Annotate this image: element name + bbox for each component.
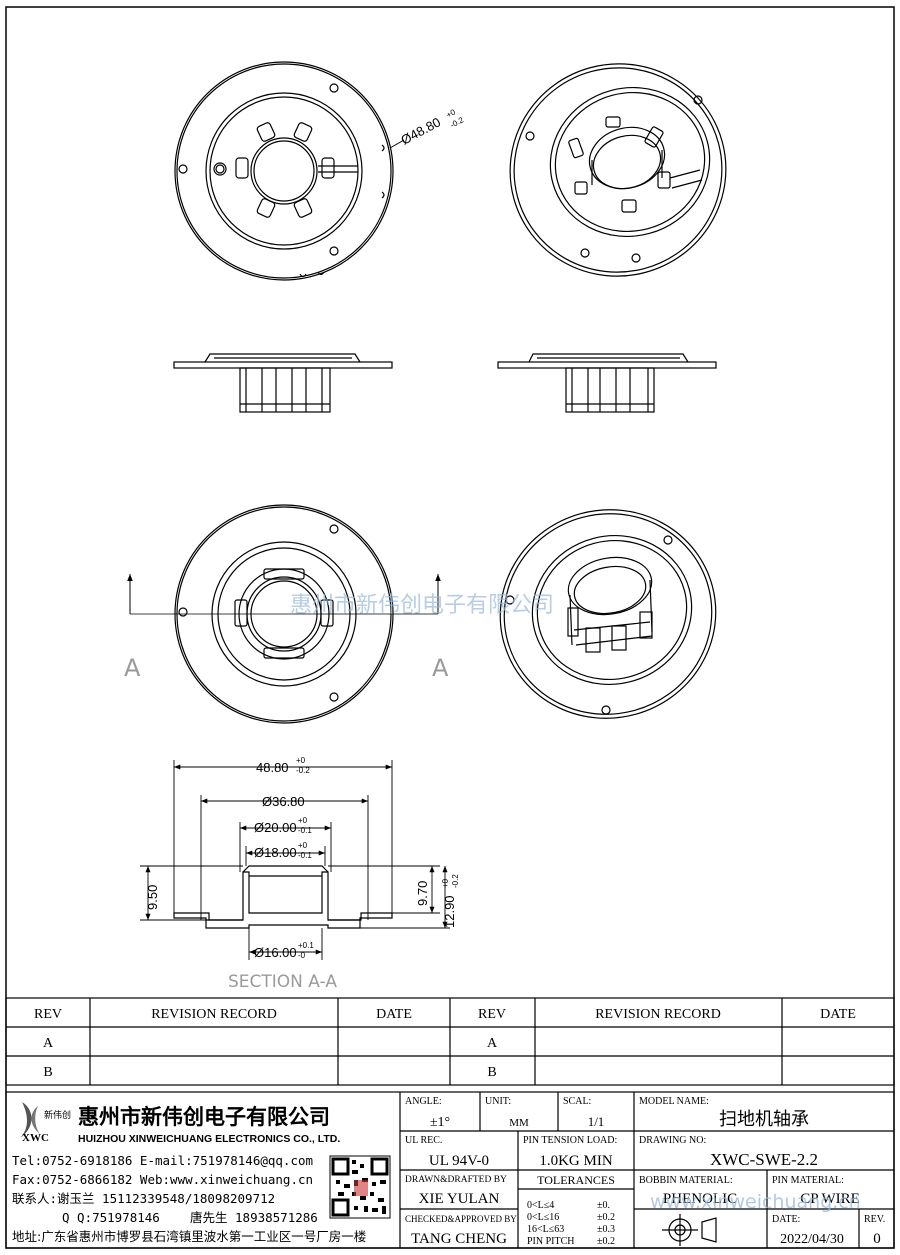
svg-text:+0: +0 (298, 841, 308, 850)
section-dim-labels: 48.80 +0 -0.2 Ø36.80 Ø20.00 +0 -0.1 Ø18.… (145, 756, 460, 992)
section-cut-line: A A (124, 574, 449, 682)
watermark-text: 惠州市新伟创电子有限公司 (290, 593, 554, 618)
section-mark-left: A (124, 654, 141, 682)
projection-symbol-icon (662, 1214, 717, 1246)
dim-9-50: 9.50 (145, 885, 160, 910)
rev-cell: B (43, 1065, 52, 1080)
revision-table: REV REVISION RECORD DATE REV REVISION RE… (5, 997, 895, 1086)
model-name-label: MODEL NAME: (639, 1096, 709, 1107)
dim-16-00: Ø16.00 (254, 945, 297, 960)
date-header: DATE (376, 1007, 412, 1022)
qr-code-icon (329, 1155, 391, 1219)
svg-text:16<L≤63: 16<L≤63 (527, 1224, 564, 1235)
date-header: DATE (820, 1007, 856, 1022)
section-mark-right: A (432, 654, 449, 682)
rev-cell: B (487, 1065, 496, 1080)
rev-cell: A (43, 1036, 54, 1051)
company-contact-2: 唐先生 18938571286 (190, 1210, 318, 1225)
drawn-by-value: XIE YULAN (419, 1191, 500, 1207)
rev-header: REV (34, 1007, 62, 1022)
svg-text:-0.1: -0.1 (298, 826, 312, 835)
svg-text:0<L≤16: 0<L≤16 (527, 1212, 559, 1223)
watermark-url: www.xinweichuang.cn (650, 1191, 861, 1213)
drawing-no-label: DRAWING NO: (639, 1135, 706, 1146)
rev-header: REV (478, 1007, 506, 1022)
unit-value: MM (509, 1117, 529, 1129)
svg-text:±0.2: ±0.2 (597, 1236, 615, 1247)
svg-text:±0.2: ±0.2 (597, 1212, 615, 1223)
top-view-left (174, 61, 394, 281)
svg-text:+0.1: +0.1 (298, 941, 314, 950)
company-contact: 联系人:谢玉兰 15112339548/18098209712 (12, 1191, 275, 1206)
company-logo: 新伟创 XWC (20, 1102, 71, 1144)
dim-18-00: Ø18.00 (254, 845, 297, 860)
svg-text:±0.: ±0. (597, 1200, 610, 1211)
model-name-value: 扫地机轴承 (719, 1109, 809, 1130)
pin-tension-value: 1.0KG MIN (539, 1153, 612, 1169)
section-a-a-profile (173, 865, 393, 929)
company-name-en: HUIZHOU XINWEICHUANG ELECTRONICS CO., LT… (78, 1133, 340, 1145)
company-address: 地址:广东省惠州市博罗县石湾镇里波水第一工业区一号厂房一楼 (12, 1229, 366, 1244)
section-a-a-label: SECTION A-A (228, 972, 337, 992)
svg-text:+0: +0 (296, 756, 306, 765)
drawing-no-value: XWC-SWE-2.2 (710, 1150, 818, 1169)
iso-view-right-top (509, 63, 727, 277)
iso-view-right-bottom (499, 509, 717, 719)
rev-value: 0 (873, 1231, 881, 1247)
company-qq: Q Q:751978146 (62, 1210, 160, 1225)
unit-label: UNIT: (485, 1096, 511, 1107)
checked-by-label: CHECKED&APPROVED BY (405, 1214, 517, 1224)
scale-value: 1/1 (588, 1114, 605, 1129)
svg-text:+0: +0 (445, 107, 458, 119)
title-block: 新伟创 XWC 惠州市新伟创电子有限公司 HUIZHOU XINWEICHUAN… (5, 1091, 895, 1249)
rev-label: REV. (864, 1214, 885, 1225)
revision-record-header: REVISION RECORD (151, 1007, 277, 1022)
dim-outer-diameter-top: Ø48.80 +0 -0.2 (389, 107, 466, 149)
tolerances-label: TOLERANCES (537, 1173, 615, 1187)
ul-rec-label: UL REC. (405, 1135, 442, 1146)
company-fax-web: Fax:0752-6866182 Web:www.xinweichuang.cn (12, 1172, 313, 1187)
side-view-left (173, 353, 393, 413)
date-value: 2022/04/30 (780, 1232, 844, 1247)
svg-text:-0.1: -0.1 (298, 851, 312, 860)
company-name-cn: 惠州市新伟创电子有限公司 (78, 1105, 330, 1129)
svg-text:-0.2: -0.2 (296, 766, 310, 775)
angle-value: ±1° (430, 1115, 450, 1130)
svg-text:+0: +0 (298, 816, 308, 825)
section-dimensions (140, 760, 450, 960)
dim-9-70: 9.70 (415, 881, 430, 906)
svg-text:0<L≤4: 0<L≤4 (527, 1200, 554, 1211)
drawn-by-label: DRAWN&DRAFTED BY (405, 1175, 507, 1185)
dim-48-80: 48.80 (256, 760, 289, 775)
checked-by-value: TANG CHENG (411, 1231, 507, 1247)
bobbin-material-label: BOBBIN MATERIAL: (639, 1175, 733, 1186)
revision-record-header: REVISION RECORD (595, 1007, 721, 1022)
dim-36-80: Ø36.80 (262, 794, 305, 809)
side-view-right (497, 353, 717, 413)
dim-12-90: 12.90 (442, 895, 457, 928)
angle-label: ANGLE: (405, 1096, 442, 1107)
company-tel-email: Tel:0752-6918186 E-mail:751978146@qq.com (12, 1153, 313, 1168)
logo-abbr-text: XWC (22, 1132, 49, 1144)
pin-material-value: CP WIRE (800, 1191, 860, 1207)
logo-brand-text: 新伟创 (44, 1109, 71, 1121)
date-label: DATE: (772, 1214, 800, 1225)
ul-rec-value: UL 94V-0 (429, 1153, 489, 1169)
pin-tension-label: PIN TENSION LOAD: (523, 1135, 617, 1146)
bobbin-material-value: PHENOLIC (663, 1191, 737, 1207)
rev-cell: A (487, 1036, 498, 1051)
svg-text:-0.2: -0.2 (451, 874, 460, 888)
dim-20-00: Ø20.00 (254, 820, 297, 835)
svg-text:+0: +0 (441, 878, 450, 888)
scale-label: SCAL: (563, 1096, 591, 1107)
dim-label-outer-dia: Ø48.80 (398, 114, 443, 147)
svg-text:-0: -0 (298, 951, 306, 960)
pin-material-label: PIN MATERIAL: (772, 1175, 844, 1186)
svg-text:PIN PITCH: PIN PITCH (527, 1236, 575, 1247)
svg-text:±0.3: ±0.3 (597, 1224, 615, 1235)
